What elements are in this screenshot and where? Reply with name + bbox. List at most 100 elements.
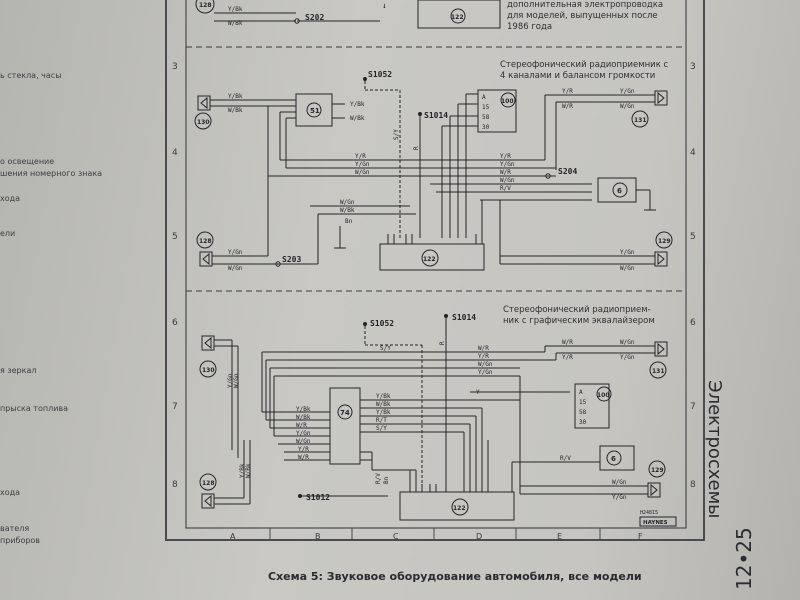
stamp-brand: HAYNES xyxy=(643,520,668,526)
component-128-top xyxy=(195,0,215,14)
wire-label: Y/Bk xyxy=(228,93,243,100)
wire-label: Y/Gn xyxy=(228,249,243,256)
column-label-d: D xyxy=(476,532,483,541)
wire-label: W/R xyxy=(298,454,309,461)
wire-label: S/Y xyxy=(376,425,387,432)
component-label: 100 xyxy=(501,98,514,105)
row-number-6: 6 xyxy=(172,318,178,328)
wire-label: Y/Bk xyxy=(239,463,246,478)
wire-label: W/Bk xyxy=(245,463,252,478)
left-margin-line-5: ели xyxy=(0,229,16,238)
column-label-b: B xyxy=(315,532,321,541)
component-label: 129 xyxy=(651,467,664,474)
wire-label: W/Gn xyxy=(478,361,493,368)
wire-label: R/T xyxy=(376,417,387,424)
row-number-8: 8 xyxy=(172,480,178,490)
top-strip: 128 Y/Bk W/Bk S202 122 ↓ xyxy=(195,0,501,29)
row-number-right-3: 3 xyxy=(690,62,696,72)
component-128-s2 xyxy=(199,473,217,491)
wire-label: W/Gn xyxy=(500,177,515,184)
left-margin-line-1: ь стекла, часы xyxy=(0,71,62,80)
left-margin-line-2: о освещение xyxy=(0,157,55,166)
component-label: 122 xyxy=(453,505,466,512)
wire-label: Y/Bk xyxy=(228,6,243,13)
component-label: 131 xyxy=(652,368,665,375)
component-6-s2 xyxy=(599,445,635,471)
pin-label: 30 xyxy=(579,419,587,426)
component-label: 100 xyxy=(597,392,610,399)
left-margin-line-10: приборов xyxy=(0,536,41,545)
left-margin-line-8: хода xyxy=(0,488,21,497)
top-note: дополнительная электропроводка для модел… xyxy=(507,0,663,33)
wire-label: S/Y xyxy=(393,129,400,140)
wire-label: W/R xyxy=(562,339,573,346)
wire-label: W/Gn xyxy=(612,479,627,486)
wire-label: W/Gn xyxy=(228,265,243,272)
speaker-icon xyxy=(654,90,668,106)
component-129-s1 xyxy=(655,231,673,249)
wire-label: Y/Gn xyxy=(355,161,370,168)
component-label: 131 xyxy=(634,117,647,124)
pin-label: A xyxy=(482,94,486,101)
splice-label: S202 xyxy=(305,13,324,22)
splice-label: S204 xyxy=(558,167,577,176)
component-label: 130 xyxy=(197,119,210,126)
wire-label: Y/Gn xyxy=(612,494,627,501)
top-note-line-1: дополнительная электропроводка xyxy=(507,0,664,10)
wire-label: W/Gn xyxy=(355,169,370,176)
component-129-s2 xyxy=(648,460,666,478)
pin-label: A xyxy=(579,389,583,396)
speaker-icon xyxy=(201,493,215,509)
wire-label: Y/R xyxy=(562,354,573,361)
left-margin-line-6: я зеркал xyxy=(0,366,37,375)
component-130-s1 xyxy=(194,112,212,130)
row-number-3: 3 xyxy=(172,62,178,72)
wire-label: Y/Bk xyxy=(376,409,391,416)
component-label: 122 xyxy=(451,14,464,21)
haynes-logo xyxy=(639,516,677,527)
component-51 xyxy=(295,93,333,127)
speaker-icon xyxy=(654,341,668,357)
speaker-icon xyxy=(197,95,211,111)
pin-label: 30 xyxy=(482,124,490,131)
wire-label: Y/Gn xyxy=(620,88,635,95)
wire-label: Y/R xyxy=(500,153,511,160)
speaker-icon xyxy=(654,251,668,267)
wire-label: W/Gn xyxy=(233,373,240,388)
splice-label: S1014 xyxy=(452,313,476,322)
wire-label: W/Bk xyxy=(376,401,391,408)
row-number-right-4: 4 xyxy=(690,148,696,158)
wire-label: W/R xyxy=(562,103,573,110)
speaker-icon xyxy=(647,482,661,498)
section1-circuit: S1052 S/Y S1014 R 130 Y/Bk W/Bk 51 xyxy=(194,70,673,272)
column-label-e: E xyxy=(557,532,563,541)
row-number-right-8: 8 xyxy=(690,480,696,490)
page-number: 12•25 xyxy=(732,527,756,590)
wire-label: S/Y xyxy=(380,345,391,352)
wire-label: R/V xyxy=(560,455,571,462)
section1-title: Стереофонический радиоприемник с 4 канал… xyxy=(500,60,668,82)
wire-label: Y/R xyxy=(562,88,573,95)
wire-label: Bn xyxy=(345,218,353,225)
component-131-s2 xyxy=(649,361,667,379)
wire-label: W/R xyxy=(296,422,307,429)
pin-label: 58 xyxy=(482,114,490,121)
column-label-f: F xyxy=(638,532,643,541)
stamp-code: H24815 xyxy=(640,510,658,516)
section2-title: Стереофонический радиоприем- ник с графи… xyxy=(503,305,655,327)
wire-label: Y/Gn xyxy=(478,369,493,376)
component-label: 51 xyxy=(310,107,320,115)
wire-label: W/Bk xyxy=(296,414,311,421)
component-128-s1 xyxy=(196,231,214,249)
speaker-icon xyxy=(201,335,215,351)
speaker-icon xyxy=(199,251,213,267)
wire-label: Y/Gn xyxy=(296,430,311,437)
pin-label: 15 xyxy=(482,104,490,111)
wire-label: W/Gn xyxy=(620,103,635,110)
wire-label: W/Bk xyxy=(228,107,243,114)
section2-title-line-2: ник с графическим эквалайзером xyxy=(503,316,655,326)
component-100-s2 xyxy=(574,383,610,429)
diagram-frame xyxy=(165,0,705,541)
